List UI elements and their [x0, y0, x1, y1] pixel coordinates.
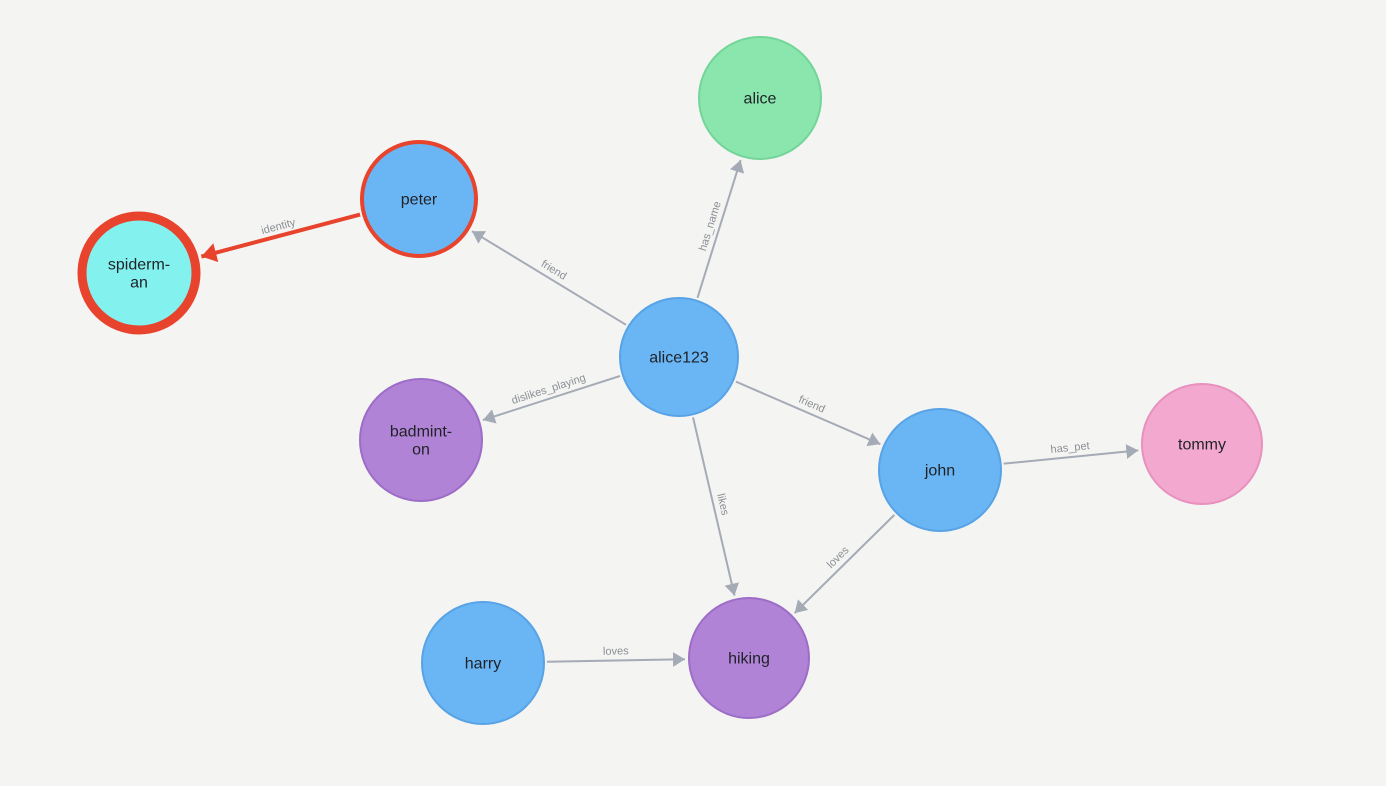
node-tommy[interactable]: tommy	[1141, 383, 1263, 505]
node-badminton[interactable]: badmint-on	[359, 378, 483, 502]
node-harry[interactable]: harry	[421, 601, 545, 725]
node-circle	[359, 378, 483, 502]
edge-alice123-peter[interactable]: friend	[471, 230, 627, 326]
edge-line	[546, 652, 686, 667]
edge-label: friend	[797, 394, 827, 416]
edge-line	[200, 212, 361, 263]
edge-john-tommy[interactable]: has_pet	[1003, 440, 1139, 465]
edge-line	[735, 380, 881, 447]
edge-label: has_pet	[1050, 440, 1090, 456]
edge-line	[1003, 444, 1139, 465]
node-alice123[interactable]: alice123	[619, 297, 739, 417]
edge-line	[692, 417, 739, 596]
edge-alice123-alice[interactable]: has_name	[696, 159, 745, 299]
edge-label: loves	[603, 645, 629, 657]
node-circle	[360, 140, 478, 258]
edge-line	[696, 159, 745, 299]
edge-alice123-badminton[interactable]: dislikes_playing	[482, 372, 621, 424]
edge-alice123-john[interactable]: friend	[735, 380, 881, 447]
node-circle	[421, 601, 545, 725]
edge-alice123-hiking[interactable]: likes	[692, 417, 739, 596]
edge-label: likes	[714, 492, 731, 517]
edge-label: loves	[825, 544, 852, 571]
edge-line	[482, 375, 621, 424]
node-circle	[688, 597, 810, 719]
edge-label: friend	[539, 258, 569, 283]
edge-peter-spiderman[interactable]: identity	[200, 212, 361, 263]
node-spiderman[interactable]: spiderm-an	[77, 211, 201, 335]
node-john[interactable]: john	[878, 408, 1002, 532]
nodes-layer: alice peter spiderm-an alice123 badmint-on jo…	[77, 36, 1263, 725]
node-circle	[619, 297, 739, 417]
node-circle	[878, 408, 1002, 532]
edge-line	[793, 514, 896, 614]
node-circle	[77, 211, 201, 335]
node-circle	[698, 36, 822, 160]
node-peter[interactable]: peter	[360, 140, 478, 258]
node-circle	[1141, 383, 1263, 505]
node-alice[interactable]: alice	[698, 36, 822, 160]
edge-harry-hiking[interactable]: loves	[546, 645, 686, 667]
edge-john-hiking[interactable]: loves	[793, 514, 896, 614]
node-hiking[interactable]: hiking	[688, 597, 810, 719]
edge-line	[471, 230, 627, 326]
